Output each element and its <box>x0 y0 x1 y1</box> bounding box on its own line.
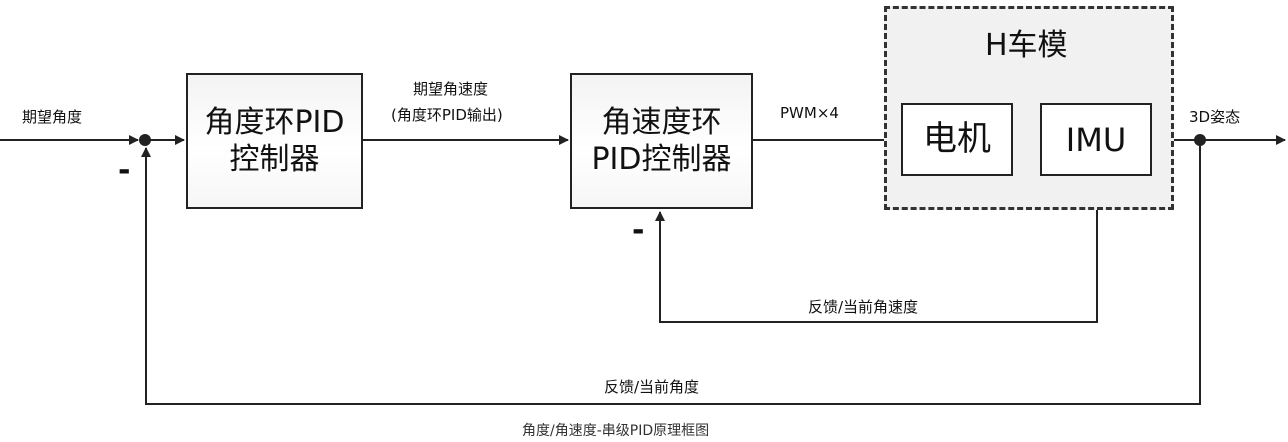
inner-feedback-line <box>655 176 1098 323</box>
mid-signal-label-1: 期望角速度 <box>413 80 489 98</box>
outer-minus-sign: - <box>118 153 131 188</box>
car-model-title: H车模 <box>985 28 1068 63</box>
angle-pid-label: 角度环PID 控制器 <box>204 104 345 178</box>
outer-feedback-label: 反馈/当前角度 <box>604 378 700 396</box>
motor-label: 电机 <box>923 119 991 160</box>
output-branch-point <box>1194 134 1206 146</box>
output-label: 3D姿态 <box>1189 108 1241 126</box>
pwm-label: PWM×4 <box>780 104 839 122</box>
motor-block[interactable]: 电机 <box>901 103 1013 176</box>
input-label: 期望角度 <box>22 108 83 126</box>
angle-pid-block[interactable]: 角度环PID 控制器 <box>186 73 363 209</box>
inner-minus-sign: - <box>632 213 645 248</box>
rate-pid-block[interactable]: 角速度环 PID控制器 <box>570 73 753 209</box>
diagram-caption: 角度/角速度-串级PID原理框图 <box>522 423 710 439</box>
imu-block[interactable]: IMU <box>1040 103 1152 176</box>
outer-feedback-line <box>141 140 1201 405</box>
rate-pid-label: 角速度环 PID控制器 <box>591 104 732 178</box>
inner-feedback-label: 反馈/当前角速度 <box>808 298 919 316</box>
outer-summing-junction <box>139 134 151 146</box>
mid-signal-label-2: (角度环PID输出) <box>391 106 503 124</box>
imu-label: IMU <box>1065 120 1127 159</box>
